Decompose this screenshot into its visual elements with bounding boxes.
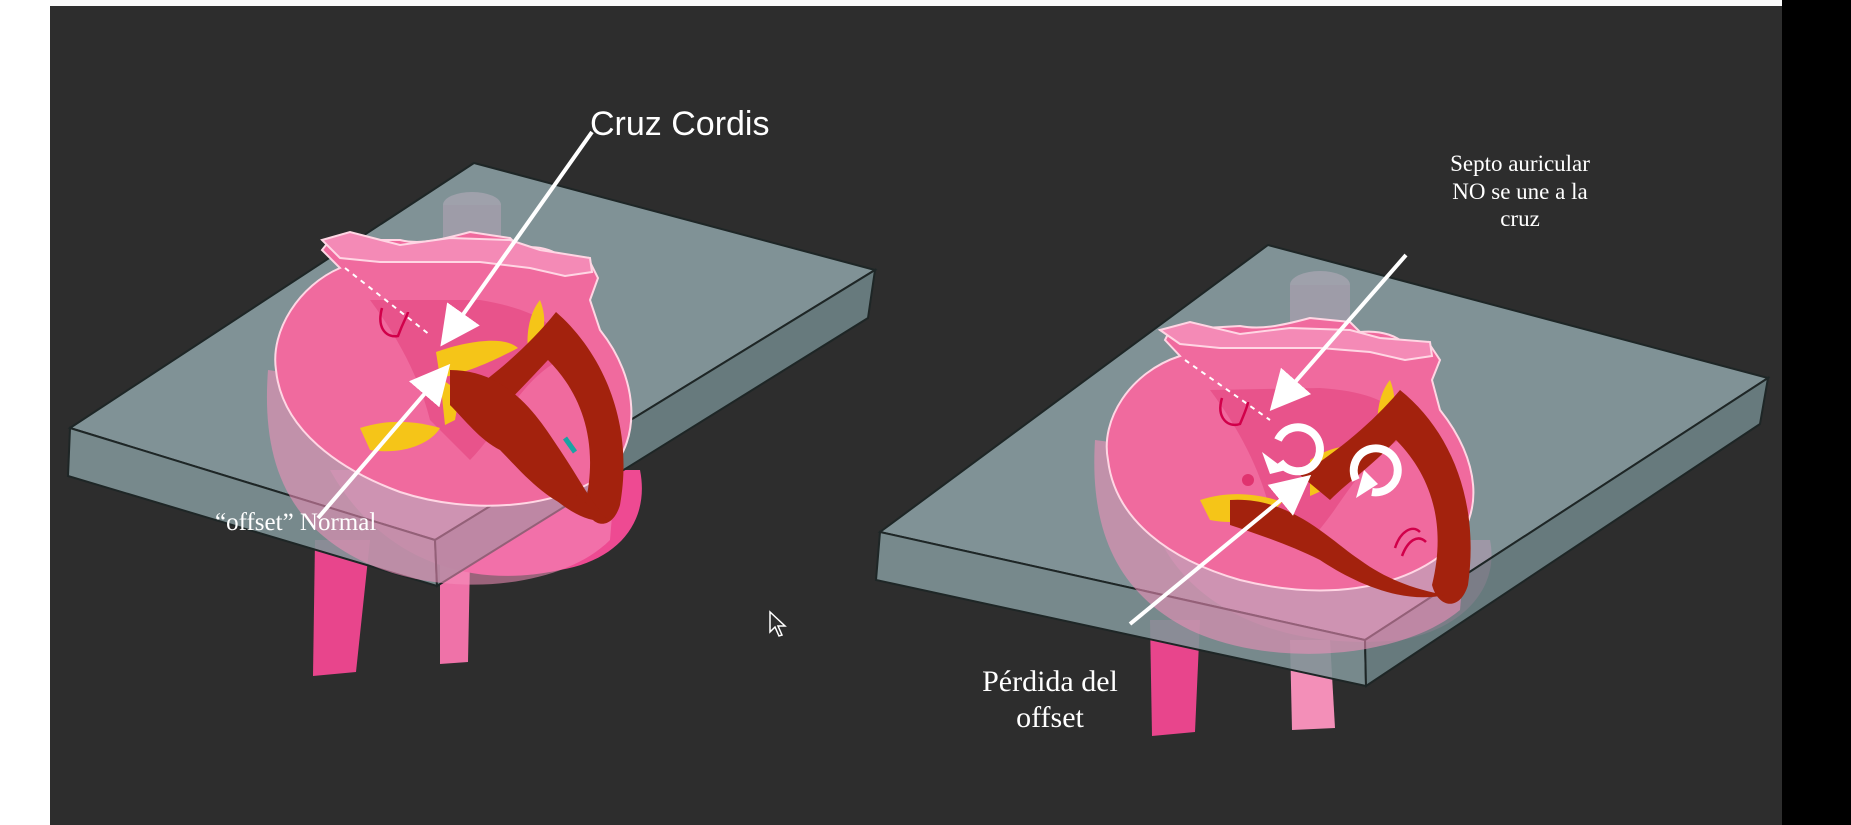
perdida-line-2: offset (950, 700, 1150, 736)
cursor-icon (768, 610, 788, 638)
septo-label: Septo auricular NO se une a la cruz (1400, 150, 1640, 233)
septo-line-2: NO se une a la (1400, 178, 1640, 206)
septo-line-1: Septo auricular (1400, 150, 1640, 178)
cruz-cordis-label: Cruz Cordis (590, 104, 769, 145)
perdida-line-1: Pérdida del (950, 664, 1150, 700)
septo-line-3: cruz (1400, 205, 1640, 233)
offset-normal-label: “offset” Normal (215, 508, 376, 538)
perdida-label: Pérdida del offset (950, 664, 1150, 736)
